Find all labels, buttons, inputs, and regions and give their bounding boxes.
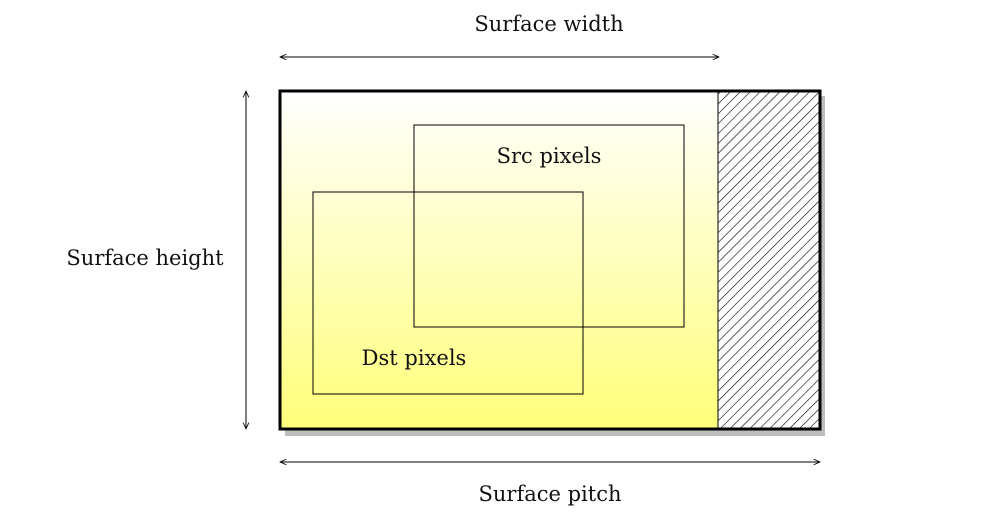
surface-width-label: Surface width: [474, 12, 623, 36]
padding-hatch: [718, 91, 820, 429]
surface-height-label: Surface height: [66, 246, 224, 270]
surface-border: [278, 89, 822, 431]
dst-pixels-label: Dst pixels: [362, 346, 467, 370]
src-pixels-label: Src pixels: [497, 144, 602, 168]
src-pixels-box: [413, 124, 685, 328]
surface-pitch-label: Surface pitch: [479, 482, 622, 506]
dst-pixels-box: [312, 191, 584, 395]
